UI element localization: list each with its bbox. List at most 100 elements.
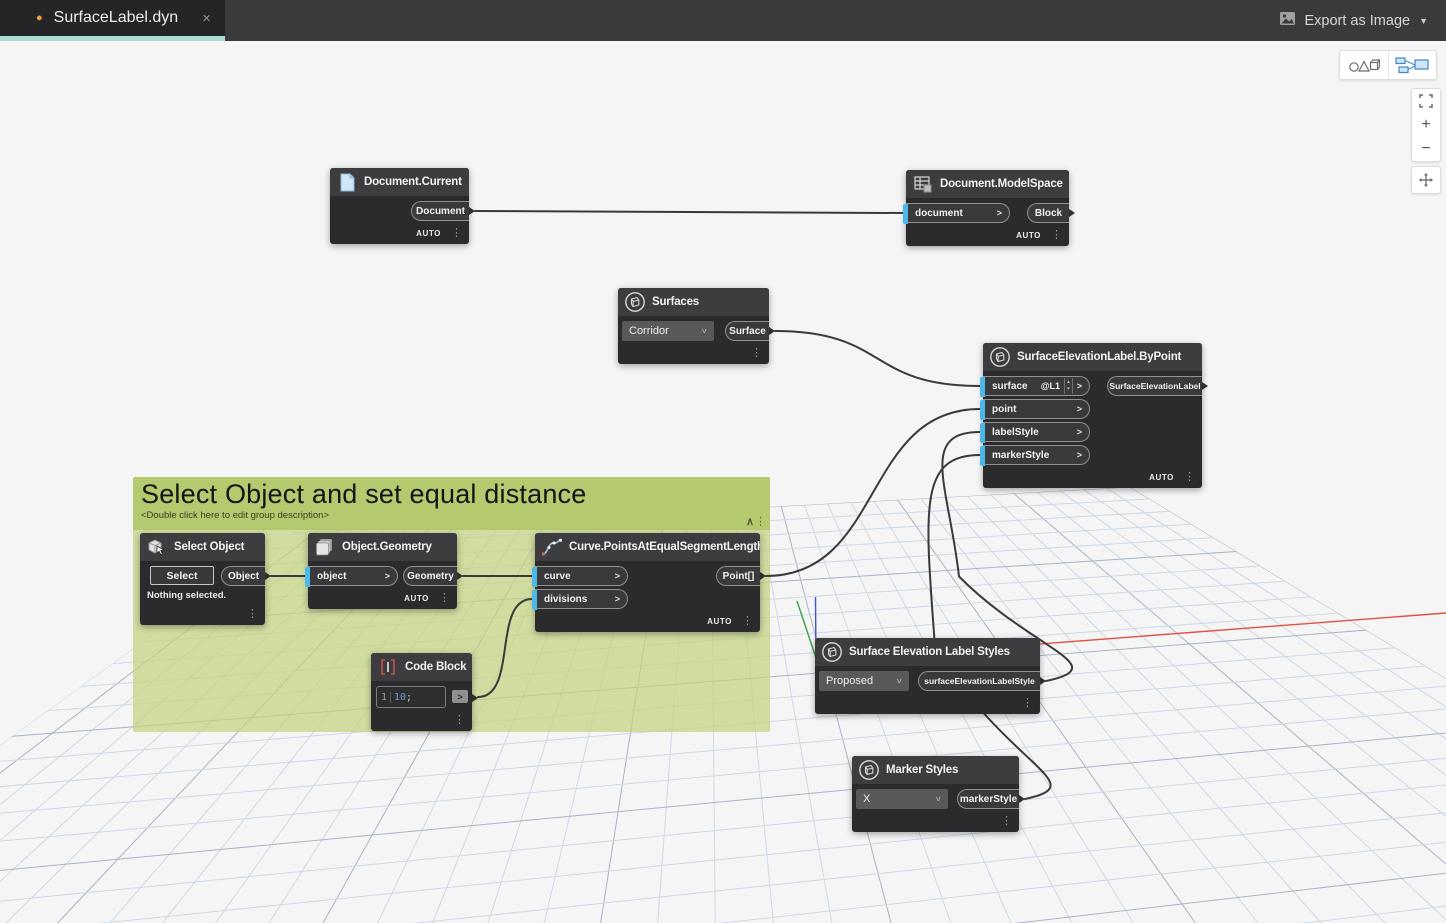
spinner-down-icon[interactable]: ▾ bbox=[1066, 385, 1070, 392]
default-value-chevron-icon: > bbox=[384, 571, 390, 581]
top-bar-spacer bbox=[225, 0, 1279, 41]
zoom-out-button[interactable]: − bbox=[1421, 140, 1431, 157]
level-spinner[interactable]: ▴▾ bbox=[1063, 378, 1073, 394]
output-connector-nub[interactable] bbox=[469, 207, 475, 215]
node-menu-icon[interactable]: ⋮ bbox=[451, 226, 462, 239]
output-connector-nub[interactable] bbox=[1040, 677, 1046, 685]
node-title: Surfaces bbox=[652, 296, 699, 308]
input-port-curve[interactable]: curve> bbox=[532, 566, 628, 587]
group-header[interactable]: Select Object and set equal distance <Do… bbox=[133, 477, 770, 530]
node-menu-icon[interactable]: ⋮ bbox=[1184, 470, 1195, 483]
zoom-in-button[interactable]: + bbox=[1421, 116, 1431, 133]
dropdown-surfaces[interactable]: Corridor> bbox=[622, 321, 714, 341]
node-row: Corridor> Surface bbox=[618, 321, 775, 341]
lacing-auto-label[interactable]: AUTO bbox=[1149, 472, 1174, 482]
output-connector-nub[interactable] bbox=[457, 572, 463, 580]
fit-to-screen-button[interactable] bbox=[1412, 89, 1440, 113]
input-port-document[interactable]: document> bbox=[903, 203, 1010, 224]
package-node-icon bbox=[858, 759, 880, 781]
group-description[interactable]: <Double click here to edit group descrip… bbox=[141, 510, 330, 521]
lacing-auto-label[interactable]: AUTO bbox=[707, 616, 732, 626]
output-connector-nub[interactable] bbox=[1019, 795, 1025, 803]
pan-button[interactable] bbox=[1411, 166, 1441, 194]
node-header-label-styles[interactable]: Surface Elevation Label Styles bbox=[815, 638, 1040, 666]
node-title: Curve.PointsAtEqualSegmentLength bbox=[569, 541, 760, 553]
node-menu-icon[interactable]: ⋮ bbox=[454, 713, 465, 726]
node-menu-icon[interactable]: ⋮ bbox=[742, 614, 753, 627]
output-connector-nub[interactable] bbox=[1069, 209, 1075, 217]
node-menu-icon[interactable]: ⋮ bbox=[439, 591, 450, 604]
node-header-code-block[interactable]: Code Block bbox=[371, 653, 472, 681]
input-port-point[interactable]: point> bbox=[980, 399, 1090, 420]
lacing-auto-label[interactable]: AUTO bbox=[416, 228, 441, 238]
output-port-surfaceElevationLabelStyle[interactable]: surfaceElevationLabelStyle bbox=[918, 671, 1040, 691]
node-header-obj-geometry[interactable]: Object.Geometry bbox=[308, 533, 457, 561]
group-collapse-icon[interactable]: ∧ bbox=[745, 516, 754, 528]
node-header-marker-styles[interactable]: Marker Styles bbox=[852, 756, 1019, 784]
input-port-labelStyle[interactable]: labelStyle> bbox=[980, 422, 1090, 443]
default-value-chevron-icon: > bbox=[614, 571, 620, 581]
connected-port-marker bbox=[903, 204, 908, 224]
output-port-Surface[interactable]: Surface bbox=[725, 321, 769, 341]
select-button[interactable]: Select bbox=[150, 566, 214, 585]
output-port-SurfaceElevationLabel[interactable]: SurfaceElevationLabel bbox=[1107, 376, 1202, 396]
group-title[interactable]: Select Object and set equal distance bbox=[141, 479, 587, 509]
node-header-doc-current[interactable]: Document.Current bbox=[330, 168, 469, 196]
output-connector-nub[interactable] bbox=[769, 327, 775, 335]
output-port-Object[interactable]: Object bbox=[221, 566, 265, 586]
lacing-auto-label[interactable]: AUTO bbox=[1016, 230, 1041, 240]
input-port-markerStyle[interactable]: markerStyle> bbox=[980, 445, 1090, 466]
node-header-surfaces[interactable]: Surfaces bbox=[618, 288, 769, 316]
output-port-Geometry[interactable]: Geometry bbox=[403, 566, 457, 586]
dropdown-marker-styles[interactable]: X> bbox=[856, 789, 948, 809]
input-port-surface[interactable]: surface@L1▴▾> bbox=[980, 376, 1090, 397]
spinner-up-icon[interactable]: ▴ bbox=[1066, 379, 1070, 385]
node-header-select-object[interactable]: Select Object bbox=[140, 533, 265, 561]
node-menu-icon[interactable]: ⋮ bbox=[1022, 696, 1033, 709]
output-port-Point[][interactable]: Point[] bbox=[716, 566, 760, 586]
output-port-Document[interactable]: Document bbox=[411, 201, 469, 221]
node-menu-icon[interactable]: ⋮ bbox=[751, 346, 762, 359]
output-connector-nub[interactable] bbox=[760, 572, 766, 580]
lacing-auto-label[interactable]: AUTO bbox=[404, 593, 429, 603]
node-sel-bypoint[interactable]: SurfaceElevationLabel.ByPoint surface@L1▴… bbox=[980, 343, 1208, 488]
node-header-sel-bypoint[interactable]: SurfaceElevationLabel.ByPoint bbox=[983, 343, 1202, 371]
input-port-object[interactable]: object> bbox=[305, 566, 398, 587]
default-value-chevron-icon: > bbox=[1076, 450, 1082, 460]
node-menu-icon[interactable]: ⋮ bbox=[247, 607, 258, 620]
output-port-Block[interactable]: Block bbox=[1027, 203, 1069, 223]
connected-port-marker bbox=[980, 446, 985, 466]
connected-port-marker bbox=[980, 400, 985, 420]
graph-view-toggle-button[interactable] bbox=[1387, 51, 1437, 79]
export-as-image-button[interactable]: Export as Image ▼ bbox=[1279, 0, 1446, 41]
input-port-label: divisions bbox=[544, 593, 588, 605]
output-port-label: Document bbox=[416, 205, 465, 217]
node-header-doc-modelspace[interactable]: Document.ModelSpace bbox=[906, 170, 1069, 198]
default-value-chevron-icon: > bbox=[614, 594, 620, 604]
output-connector-nub[interactable] bbox=[1202, 382, 1208, 390]
node-menu-icon[interactable]: ⋮ bbox=[1001, 814, 1012, 827]
node-curve-points[interactable]: Curve.PointsAtEqualSegmentLength curve> Po… bbox=[532, 533, 766, 632]
top-bar: ● SurfaceLabel.dyn × Export as Image ▼ bbox=[0, 0, 1446, 41]
node-menu-icon[interactable]: ⋮ bbox=[1051, 228, 1062, 241]
group-menu-icon[interactable]: ⋮ bbox=[755, 516, 766, 528]
geometry-view-toggle-button[interactable] bbox=[1340, 51, 1388, 79]
code-output-port[interactable]: > bbox=[452, 690, 468, 703]
output-connector-nub[interactable] bbox=[265, 572, 271, 580]
node-header-curve-points[interactable]: Curve.PointsAtEqualSegmentLength bbox=[535, 533, 760, 561]
input-port-divisions[interactable]: divisions > bbox=[532, 589, 628, 610]
workspace-tab[interactable]: ● SurfaceLabel.dyn × bbox=[0, 0, 225, 41]
tab-close-icon[interactable]: × bbox=[202, 9, 211, 27]
dropdown-label-styles[interactable]: Proposed> bbox=[819, 671, 909, 691]
output-connector-nub[interactable] bbox=[472, 694, 478, 702]
output-port-markerStyle[interactable]: markerStyle bbox=[957, 789, 1019, 809]
